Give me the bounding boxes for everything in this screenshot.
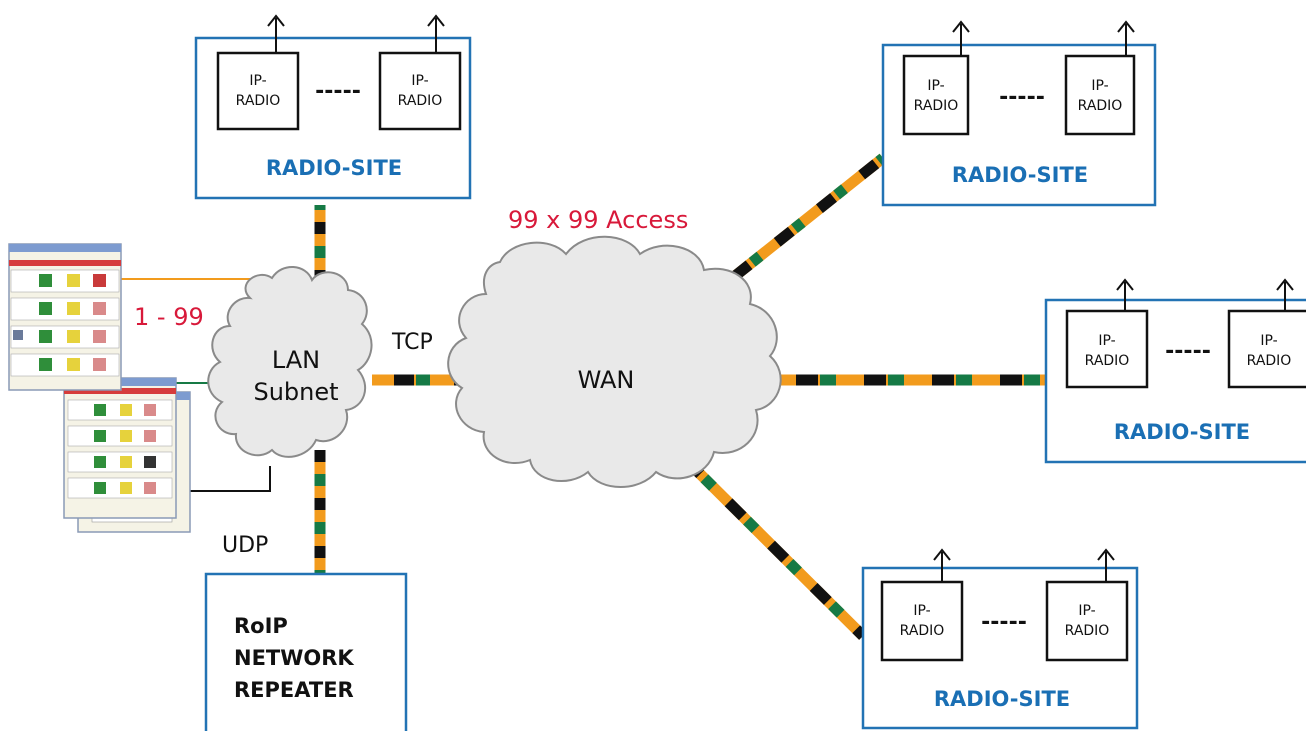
ip-radio-label-line1: IP- [1078, 603, 1095, 619]
antenna-icon [267, 14, 285, 53]
ip-radio-label-line1: IP- [1091, 78, 1108, 94]
repeater-label-line2: NETWORK [234, 646, 354, 670]
ip-radio-label-line2: RADIO [1247, 353, 1292, 369]
ip-radio-right: IP- RADIO [378, 51, 462, 131]
antenna-icon [1116, 278, 1134, 311]
ip-radio-label-line1: IP- [913, 603, 930, 619]
tcp-label: TCP [391, 330, 433, 355]
wan-cloud: WAN [447, 235, 782, 488]
lan-label-line2: Subnet [253, 378, 338, 406]
ip-radio-left: IP- RADIO [216, 51, 300, 131]
radio-ellipsis: ----- [1165, 339, 1211, 364]
link-wan-to-site-upper-right [731, 153, 887, 281]
ip-radio-right: IP- RADIO [1064, 54, 1136, 136]
access-label: 99 x 99 Access [508, 206, 688, 234]
radio-site-title: RADIO-SITE [266, 156, 402, 180]
ip-radio-label-line2: RADIO [1078, 98, 1123, 114]
antenna-icon [427, 14, 445, 53]
udp-label: UDP [222, 533, 268, 558]
radio-site-title: RADIO-SITE [934, 687, 1070, 711]
radio-ellipsis: ----- [999, 85, 1045, 110]
antenna-icon [1097, 548, 1115, 582]
ip-radio-left: IP- RADIO [902, 54, 970, 136]
ip-radio-label-line2: RADIO [914, 98, 959, 114]
ip-radio-label-line2: RADIO [398, 93, 443, 109]
antenna-icon [1117, 20, 1135, 56]
ip-radio-right: IP- RADIO [1045, 580, 1129, 662]
ip-radio-right: IP- RADIO [1227, 309, 1306, 389]
antenna-icon [933, 548, 951, 582]
wan-cloud-shape [447, 235, 782, 488]
ip-radio-left: IP- RADIO [1065, 309, 1149, 389]
radio-ellipsis: ----- [981, 610, 1027, 635]
lan-label-line1: LAN [272, 346, 320, 374]
ip-radio-label-line1: IP- [1260, 333, 1277, 349]
ip-radio-label-line1: IP- [411, 73, 428, 89]
radio-site-top: IP- RADIO ----- IP- RADIO RADIO-SITE [194, 14, 472, 200]
roip-network-repeater: RoIP NETWORK REPEATER [204, 572, 408, 731]
wan-label: WAN [578, 366, 635, 394]
console-line-black [190, 466, 271, 492]
lan-cloud: LAN Subnet [207, 266, 373, 458]
dispatch-consoles: 91 [8, 243, 191, 533]
radio-site-upper-right: IP- RADIO ----- IP- RADIO RADIO-SITE [881, 20, 1157, 207]
repeater-box [204, 572, 408, 731]
lan-cloud-shape [207, 266, 373, 458]
network-links [314, 153, 1046, 640]
dispatch-console-screenshot-icon: 91 [8, 243, 122, 391]
console-line-orange [118, 278, 263, 298]
repeater-label-line3: REPEATER [234, 678, 354, 702]
ip-radio-label-line2: RADIO [1085, 353, 1130, 369]
radio-site-title: RADIO-SITE [952, 163, 1088, 187]
ip-radio-label-line1: IP- [927, 78, 944, 94]
radio-site-title: RADIO-SITE [1114, 420, 1250, 444]
radio-site-right: IP- RADIO ----- IP- RADIO RADIO-SITE [1044, 278, 1306, 464]
radio-site-lower-right: IP- RADIO ----- IP- RADIO RADIO-SITE [861, 548, 1139, 730]
ip-radio-label-line2: RADIO [236, 93, 281, 109]
ip-radio-label-line1: IP- [249, 73, 266, 89]
ip-radio-left: IP- RADIO [880, 580, 964, 662]
ip-radio-label-line2: RADIO [1065, 623, 1110, 639]
link-wan-to-site-lower-right [682, 456, 867, 640]
repeater-label-line1: RoIP [234, 614, 288, 638]
ip-radio-label-line1: IP- [1098, 333, 1115, 349]
range-label: 1 - 99 [134, 303, 204, 331]
antenna-icon [952, 20, 970, 56]
dispatch-console-screenshot-icon [63, 377, 177, 519]
radio-ellipsis: ----- [315, 79, 361, 104]
ip-radio-label-line2: RADIO [900, 623, 945, 639]
antenna-icon [1276, 278, 1294, 311]
